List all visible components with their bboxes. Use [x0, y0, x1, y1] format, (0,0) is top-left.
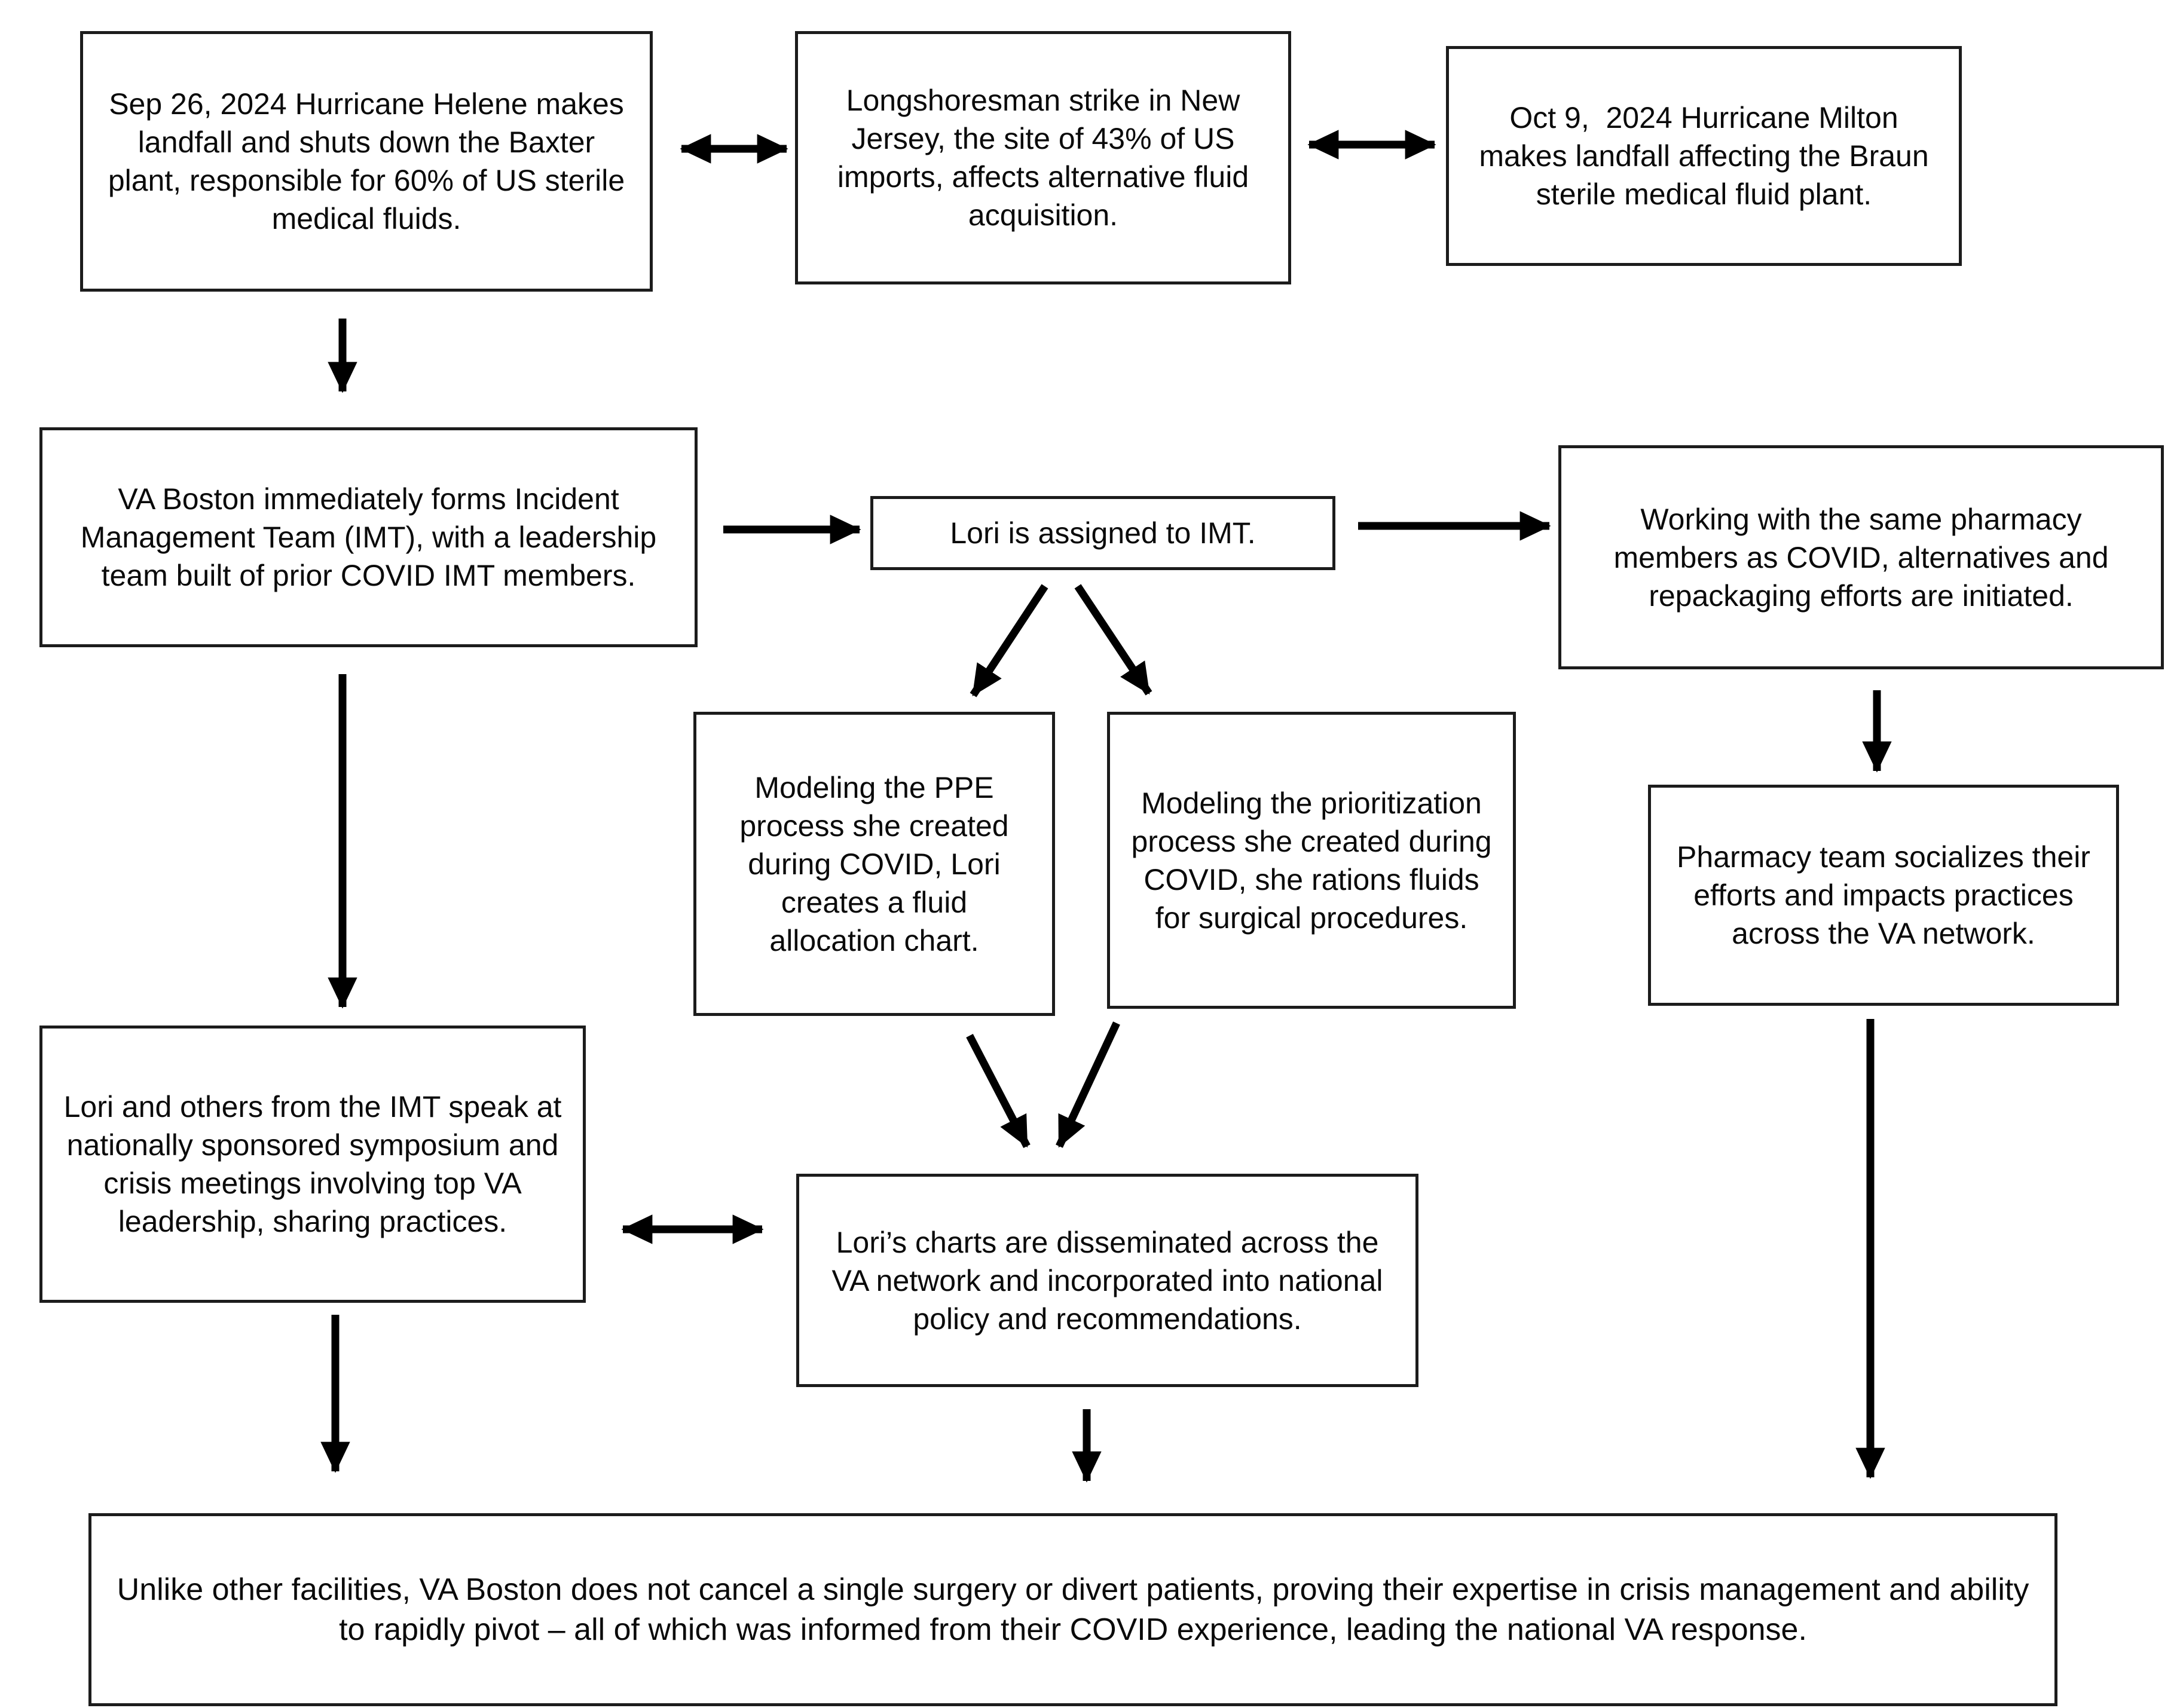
box-text: Lori is assigned to IMT.	[950, 516, 1256, 550]
arrow-prioritization-charts	[1056, 1021, 1120, 1148]
box-longshoresman-strike: Longshoresman strike in New Jersey, the …	[795, 31, 1291, 284]
box-charts-disseminated: Lori’s charts are disseminated across th…	[796, 1174, 1418, 1387]
box-text: Sep 26, 2024 Hurricane Helene makes land…	[108, 87, 625, 235]
box-text: Modeling the PPE process she created dur…	[739, 770, 1009, 957]
arrow-lori-prioritization	[1074, 584, 1152, 696]
box-hurricane-milton: Oct 9, 2024 Hurricane Milton makes landf…	[1446, 46, 1962, 266]
box-text: Oct 9, 2024 Hurricane Milton makes landf…	[1479, 101, 1929, 211]
box-prioritization-modeling: Modeling the prioritization process she …	[1107, 712, 1516, 1009]
box-text: Lori and others from the IMT speak at na…	[63, 1090, 562, 1238]
box-symposium: Lori and others from the IMT speak at na…	[39, 1026, 586, 1303]
box-text: Lori’s charts are disseminated across th…	[831, 1225, 1383, 1336]
box-text: Pharmacy team socializes their efforts a…	[1677, 840, 2090, 950]
box-lori-assigned: Lori is assigned to IMT.	[870, 496, 1335, 570]
box-pharmacy-efforts: Working with the same pharmacy members a…	[1558, 445, 2164, 669]
box-text: VA Boston immediately forms Incident Man…	[80, 482, 657, 592]
arrow-ppe-charts	[966, 1034, 1031, 1148]
box-imt-formed: VA Boston immediately forms Incident Man…	[39, 427, 698, 647]
box-hurricane-helene: Sep 26, 2024 Hurricane Helene makes land…	[80, 31, 653, 292]
box-text: Unlike other facilities, VA Boston does …	[117, 1572, 2029, 1647]
box-text: Working with the same pharmacy members a…	[1613, 502, 2109, 613]
box-pharmacy-socializes: Pharmacy team socializes their efforts a…	[1648, 785, 2119, 1006]
box-outcome: Unlike other facilities, VA Boston does …	[88, 1513, 2057, 1706]
box-text: Longshoresman strike in New Jersey, the …	[837, 84, 1249, 232]
box-text: Modeling the prioritization process she …	[1131, 786, 1492, 935]
box-ppe-modeling: Modeling the PPE process she created dur…	[693, 712, 1055, 1016]
arrow-lori-ppe	[970, 584, 1048, 697]
